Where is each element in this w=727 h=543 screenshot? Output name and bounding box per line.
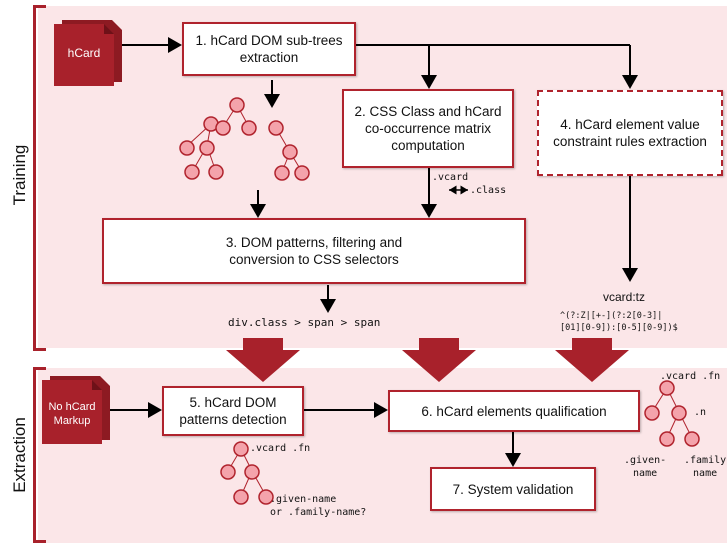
- step6-label: 6. hCard elements qualification: [421, 403, 607, 419]
- step7-label: 7. System validation: [452, 481, 574, 497]
- big-arrow-left: [226, 338, 300, 382]
- extraction-bracket: [33, 367, 46, 543]
- step5-tree-top-label: .vcard .fn: [250, 443, 311, 454]
- big-arrow-middle: [402, 338, 476, 382]
- step5-tree-nodes: [220, 441, 274, 505]
- training-panel: [38, 6, 727, 348]
- transition-arrows: [226, 338, 629, 382]
- step3-label: 3. DOM patterns, filtering and conversio…: [225, 235, 403, 267]
- step2-label: 2. CSS Class and hCard co-occurrence mat…: [354, 104, 502, 153]
- step4-label: 4. hCard element value constraint rules …: [553, 117, 707, 149]
- regex-rule: ^(?:Z|[+-](?:2[0-3]| [01][0-9]):[0-5][0-…: [560, 311, 678, 333]
- hcard-document-icon: [54, 20, 122, 86]
- step6-box: 6. hCard elements qualification: [388, 390, 640, 432]
- step6-tree-top-label: .vcard .fn: [660, 371, 721, 382]
- step6-tree-left-label: .given- name: [624, 455, 667, 479]
- step2-box: 2. CSS Class and hCard co-occurrence mat…: [342, 89, 514, 168]
- training-bracket: [33, 5, 46, 351]
- css-selector-example: div.class > span > span: [228, 316, 381, 329]
- step6-tree-mid-label: .n: [694, 407, 707, 418]
- step4-box: 4. hCard element value constraint rules …: [537, 90, 723, 176]
- no-hcard-document-icon: [42, 376, 110, 444]
- big-arrow-right: [555, 338, 629, 382]
- hcard-doc-label: hCard: [67, 46, 101, 60]
- vcard-annotation: .vcard: [432, 172, 469, 183]
- step6-tree-right-label: .family name: [684, 455, 727, 479]
- training-trees: [186, 104, 303, 173]
- step5-label: 5. hCard DOM patterns detection: [179, 395, 287, 427]
- step1-label: 1. hCard DOM sub-trees extraction: [195, 33, 343, 65]
- step3-box: 3. DOM patterns, filtering and conversio…: [102, 218, 526, 284]
- step1-box: 1. hCard DOM sub-trees extraction: [182, 22, 356, 76]
- vcard-tz-label: vcard:tz: [603, 290, 646, 304]
- class-annotation: .class: [470, 185, 507, 196]
- training-tree-nodes: [179, 97, 310, 181]
- no-hcard-doc-label: No hCard Markup: [48, 401, 96, 427]
- step5-tree-bottom-label: .given-name or .family-name?: [270, 494, 367, 518]
- step5-box: 5. hCard DOM patterns detection: [162, 386, 304, 436]
- step7-box: 7. System validation: [430, 467, 596, 511]
- step6-tree-nodes: [644, 380, 700, 447]
